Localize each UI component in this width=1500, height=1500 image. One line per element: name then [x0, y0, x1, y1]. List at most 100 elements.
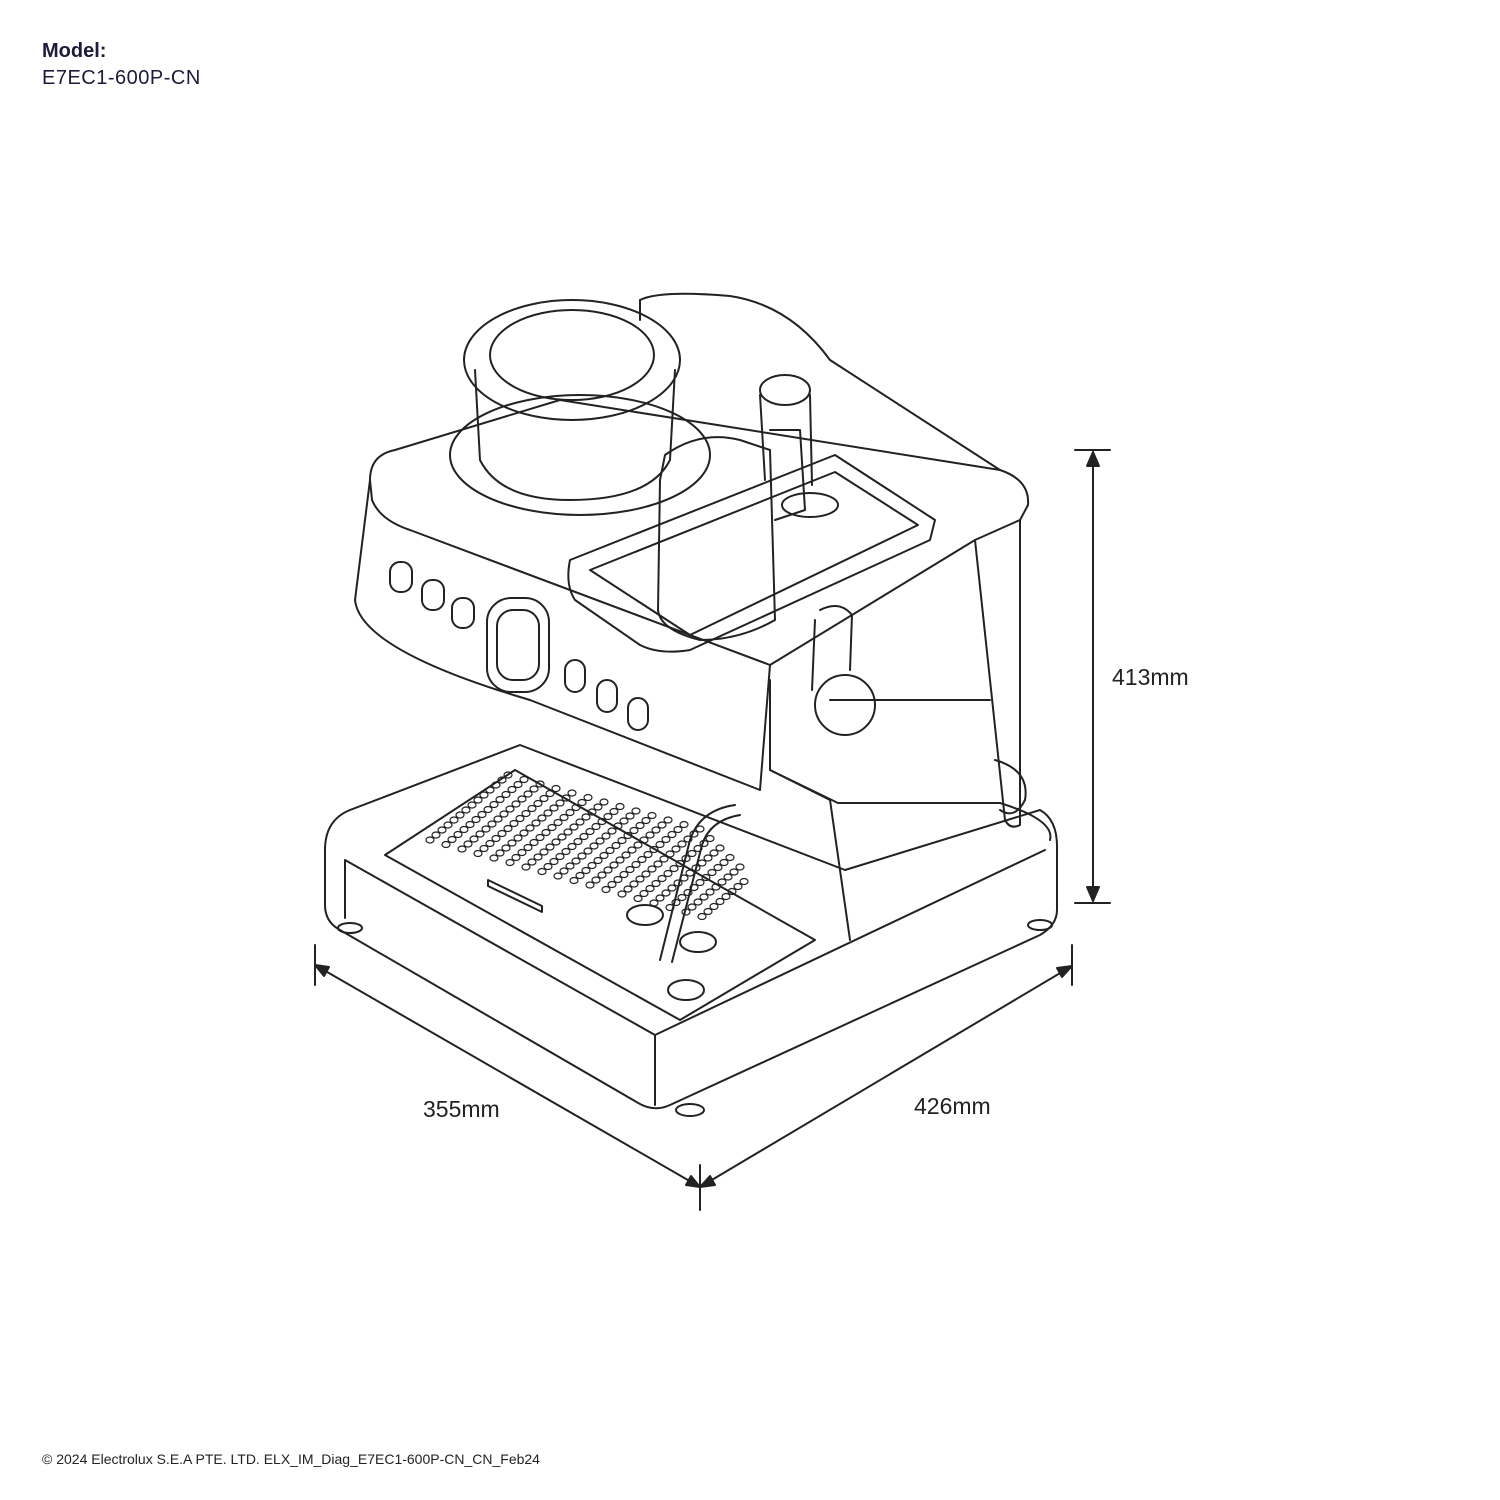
drain-hole — [655, 840, 665, 849]
drain-hole — [673, 825, 683, 834]
drain-hole — [475, 830, 485, 838]
drain-hole — [491, 781, 501, 789]
drain-hole — [683, 835, 693, 843]
drain-hole — [505, 805, 515, 813]
drain-hole — [615, 802, 625, 811]
drain-hole — [599, 851, 609, 860]
drain-hole — [551, 784, 561, 793]
drain-hole — [725, 853, 735, 862]
drain-hole — [503, 824, 513, 833]
drain-hole — [623, 831, 633, 840]
drain-hole — [571, 857, 581, 865]
machine-body — [769, 519, 1052, 941]
drain-hole — [519, 775, 529, 784]
drain-hole — [705, 888, 715, 896]
drain-hole — [493, 815, 503, 823]
drain-hole — [461, 806, 471, 814]
drain-hole — [561, 794, 571, 802]
drain-hole — [717, 878, 727, 886]
drain-hole — [443, 821, 453, 829]
drain-hole — [519, 829, 529, 837]
drain-hole — [535, 780, 545, 788]
drain-hole — [625, 865, 635, 874]
drain-hole — [551, 838, 561, 846]
drain-hole — [613, 822, 623, 830]
drain-hole — [577, 852, 587, 860]
drain-hole — [521, 809, 531, 818]
drain-hole — [569, 876, 579, 885]
drain-hole — [523, 790, 533, 798]
drain-hole — [635, 821, 645, 830]
drain-hole — [569, 823, 579, 831]
drain-hole — [565, 862, 575, 870]
drain-hole — [425, 836, 435, 844]
cup-warmer-tray — [567, 454, 936, 653]
drain-hole — [471, 815, 481, 824]
drain-hole — [527, 858, 537, 866]
drain-hole — [629, 826, 639, 835]
drain-hole — [567, 789, 577, 797]
drain-hole — [485, 786, 495, 794]
drain-hole — [473, 849, 483, 858]
drain-hole — [511, 800, 521, 808]
drain-hole — [541, 828, 551, 837]
drain-hole — [507, 839, 517, 847]
drain-hole — [719, 858, 729, 867]
drain-hole — [595, 837, 605, 845]
drain-hole — [631, 807, 641, 815]
drain-hole — [625, 812, 635, 820]
drain-hole — [613, 875, 623, 884]
drain-hole — [465, 820, 475, 829]
drain-hole — [479, 791, 489, 799]
drain-hole — [513, 834, 523, 842]
drain-hole — [683, 888, 693, 897]
drain-hole — [639, 836, 649, 844]
drain-hole — [583, 793, 593, 802]
drain-hole — [621, 851, 631, 859]
drain-hole — [671, 845, 681, 853]
drain-hole — [467, 801, 477, 809]
drain-hole — [679, 820, 689, 829]
drain-hole — [559, 867, 569, 875]
drain-hole — [617, 836, 627, 845]
drain-hole — [667, 830, 677, 839]
drain-hole — [627, 846, 637, 854]
drain-hole — [565, 808, 575, 817]
drain-hole — [703, 907, 713, 916]
drain-hole — [611, 841, 621, 850]
drain-hole — [491, 834, 501, 843]
drain-hole — [633, 894, 643, 903]
steam-knob — [811, 605, 876, 736]
height-dimension-line — [1074, 449, 1111, 904]
drain-hole — [663, 869, 673, 878]
drain-hole — [487, 820, 497, 828]
drain-hole — [585, 827, 595, 836]
drain-hole — [589, 842, 599, 850]
height-dimension-label: 413mm — [1112, 664, 1189, 690]
drain-hole — [533, 853, 543, 861]
drain-hole — [555, 852, 565, 861]
drain-hole — [669, 864, 679, 873]
drain-hole — [571, 803, 581, 812]
control-buttons — [389, 561, 649, 731]
drain-hole — [581, 866, 591, 875]
drain-hole — [507, 785, 517, 794]
drain-hole — [561, 847, 571, 856]
drain-hole — [735, 863, 745, 871]
drain-hole — [587, 808, 597, 816]
drain-hole — [549, 804, 559, 812]
drain-hole — [693, 898, 703, 906]
drain-hole — [527, 804, 537, 813]
drain-hole — [557, 833, 567, 841]
drain-hole — [607, 880, 617, 889]
drain-hole — [639, 889, 649, 898]
drain-hole — [573, 837, 583, 846]
drain-hole — [495, 795, 505, 804]
drain-hole — [501, 844, 511, 852]
drain-hole — [711, 883, 721, 891]
model-number: E7EC1-600P-CN — [42, 67, 201, 89]
drain-hole — [729, 868, 739, 876]
drain-hole — [713, 863, 723, 872]
drain-hole — [715, 897, 725, 906]
drain-hole — [667, 884, 677, 892]
